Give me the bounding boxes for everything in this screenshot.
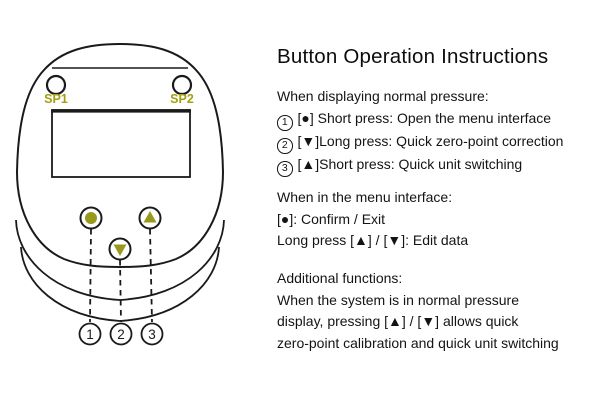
sp2-led <box>171 74 193 96</box>
sp1-led <box>45 74 67 96</box>
callout-2-number: 2 <box>117 327 125 342</box>
callout-1: 1 <box>78 322 102 346</box>
callout-3: 3 <box>140 322 164 346</box>
body-band-upper <box>15 219 225 301</box>
down-triangle-icon <box>113 244 127 256</box>
menu-button-dot-icon <box>85 212 97 224</box>
device-diagram: SP1 SP2 1 2 <box>0 0 260 412</box>
sp1-label: SP1 <box>44 92 68 106</box>
instruction-line: [●]: Confirm / Exit <box>277 210 386 227</box>
body-band-lower <box>20 246 220 322</box>
down-button <box>108 237 132 261</box>
instruction-item: 3[▲]Short press: Quick unit switching <box>277 154 563 177</box>
up-triangle-icon <box>143 211 157 223</box>
circled-number-3: 3 <box>277 161 293 177</box>
section-heading: When displaying normal pressure: <box>277 88 489 104</box>
page-title: Button Operation Instructions <box>277 45 549 68</box>
sp2-label: SP2 <box>170 92 194 106</box>
up-button <box>138 206 162 230</box>
instruction-text: [▼]Long press: Quick zero-point correcti… <box>297 132 564 149</box>
display-screen <box>51 109 191 178</box>
instruction-line: display, pressing [▲] / [▼] allows quick <box>277 313 519 329</box>
instruction-line: Long press [▲] / [▼]: Edit data <box>277 232 469 248</box>
circled-number-2: 2 <box>277 138 293 154</box>
section-additional-functions: Additional functions: When the system is… <box>277 268 559 354</box>
section-heading: Additional functions: <box>277 270 403 286</box>
menu-button <box>79 206 103 230</box>
instruction-line: zero-point calibration and quick unit sw… <box>277 334 559 351</box>
callout-1-number: 1 <box>86 327 94 342</box>
section-heading: When in the menu interface: <box>277 189 453 205</box>
instruction-item: 1[●] Short press: Open the menu interfac… <box>277 108 563 131</box>
circled-number-1: 1 <box>277 115 293 131</box>
instruction-line: When the system is in normal pressure <box>277 291 519 308</box>
instruction-text: [●] Short press: Open the menu interface <box>297 109 552 126</box>
callout-2: 2 <box>109 322 133 346</box>
instruction-item: 2[▼]Long press: Quick zero-point correct… <box>277 131 563 154</box>
section-menu-interface: When in the menu interface: [●]: Confirm… <box>277 187 468 252</box>
instruction-text: [▲]Short press: Quick unit switching <box>297 155 523 172</box>
callout-line-2 <box>119 259 122 323</box>
callout-line-1 <box>89 228 92 323</box>
device-drawing: SP1 SP2 1 2 <box>15 42 225 346</box>
callout-3-number: 3 <box>148 327 156 342</box>
section-normal-pressure: When displaying normal pressure: 1[●] Sh… <box>277 86 563 177</box>
